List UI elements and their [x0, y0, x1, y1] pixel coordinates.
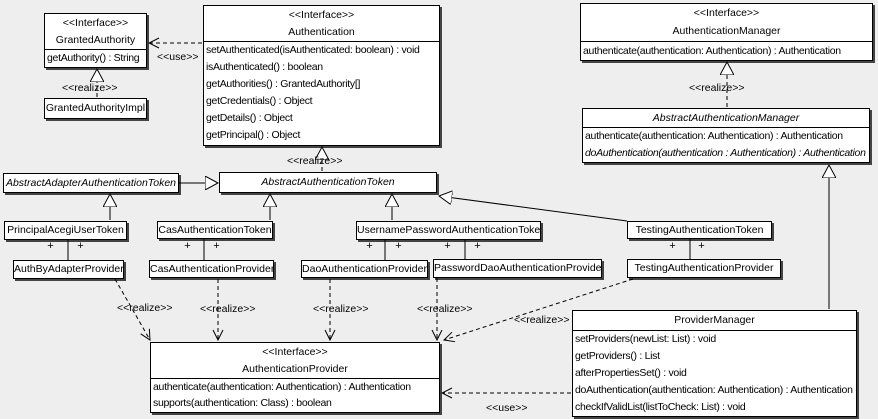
class-abstract-authentication-token: AbstractAuthenticationToken — [219, 172, 437, 193]
class-name: AbstractAdapterAuthenticationToken — [5, 177, 177, 189]
class-name: DaoAuthenticationProvider — [302, 263, 427, 275]
method-row: doAuthentication(authentication: Authent… — [575, 384, 853, 396]
class-stereotype: <<Interface>> — [262, 346, 328, 358]
class-cas-authentication-provider: CasAuthenticationProvider — [149, 260, 274, 278]
method-row: getAuthority() : String — [47, 52, 140, 64]
class-name: TestingAuthenticationToken — [635, 224, 764, 236]
class-abstract-adapter-authentication-token: AbstractAdapterAuthenticationToken — [3, 173, 179, 193]
class-testing-authentication-provider: TestingAuthenticationProvider — [627, 259, 781, 278]
multiplicity-plus: + — [444, 240, 451, 252]
method-row: getPrincipal() : Object — [206, 129, 301, 141]
class-principal-acegi-user-token: PrincipalAcegiUserToken — [4, 221, 127, 240]
multiplicity-plus: + — [474, 240, 481, 252]
method-row: authenticate(authentication: Authenticat… — [583, 45, 841, 57]
class-authentication: <<Interface>> Authentication setAuthenti… — [203, 5, 440, 146]
multiplicity-plus: + — [395, 240, 402, 252]
class-name: AbstractAuthenticationManager — [652, 112, 800, 124]
class-username-password-authentication-token: UsernamePasswordAuthenticationToken — [356, 221, 541, 240]
class-stereotype: <<Interface>> — [62, 17, 129, 29]
class-dao-authentication-provider: DaoAuthenticationProvider — [301, 260, 428, 278]
method-row: doAuthentication(authentication : Authen… — [585, 147, 866, 159]
class-authentication-manager: <<Interface>> AuthenticationManager auth… — [580, 3, 873, 61]
realize-label: <<realize>> — [514, 314, 570, 326]
method-row: supports(authentication: Class) : boolea… — [153, 397, 332, 409]
method-row: getDetails() : Object — [206, 112, 293, 124]
class-name: ProviderManager — [674, 314, 755, 326]
class-name: PrincipalAcegiUserToken — [7, 224, 124, 236]
class-name: CasAuthenticationProvider — [150, 263, 274, 275]
class-password-dao-authentication-provider: PasswordDaoAuthenticationProvider — [433, 259, 602, 278]
multiplicity-plus: + — [77, 240, 84, 252]
method-row: getAuthorities() : GrantedAuthority[] — [206, 78, 361, 90]
class-auth-by-adapter-provider: AuthByAdapterProvider — [13, 260, 124, 279]
class-name: AuthenticationProvider — [242, 363, 348, 375]
class-stereotype: <<Interface>> — [693, 7, 760, 19]
multiplicity-plus: + — [366, 240, 373, 252]
class-granted-authority: <<Interface>> GrantedAuthority getAuthor… — [44, 13, 147, 68]
class-name: Authentication — [288, 26, 355, 38]
multiplicity-plus: + — [669, 240, 676, 252]
class-cas-authentication-token: CasAuthenticationToken — [157, 221, 273, 239]
method-row: authenticate(authentication: Authenticat… — [153, 381, 411, 393]
class-name: GrantedAuthorityImpl — [45, 102, 146, 114]
method-row: checkIfValidList(listToCheck: List) : vo… — [575, 401, 746, 413]
class-name: TestingAuthenticationProvider — [634, 262, 774, 274]
multiplicity-plus: + — [698, 240, 705, 252]
class-name: GrantedAuthority — [55, 34, 136, 46]
realize-label: <<realize>> — [313, 303, 369, 315]
class-granted-authority-impl: GrantedAuthorityImpl — [44, 98, 147, 119]
multiplicity-plus: + — [184, 240, 191, 252]
method-row: afterPropertiesSet() : void — [575, 367, 687, 379]
method-row: setProviders(newList: List) : void — [575, 333, 716, 345]
method-row: getCredentials() : Object — [206, 95, 313, 107]
method-row: setAuthenticated(isAuthenticated: boolea… — [206, 44, 420, 56]
method-row: isAuthenticated() : boolean — [206, 61, 323, 73]
class-stereotype: <<Interface>> — [288, 9, 355, 21]
realize-label: <<realize>> — [117, 302, 173, 314]
class-abstract-authentication-manager: AbstractAuthenticationManager authentica… — [582, 108, 870, 163]
class-name: CasAuthenticationToken — [158, 224, 272, 236]
use-label: <<use>> — [157, 51, 199, 63]
class-testing-authentication-token: TestingAuthenticationToken — [627, 221, 772, 239]
class-name: UsernamePasswordAuthenticationToken — [357, 224, 541, 236]
class-name: PasswordDaoAuthenticationProvider — [434, 262, 602, 274]
realize-label: <<realize>> — [200, 303, 256, 315]
use-label: <<use>> — [486, 402, 528, 414]
multiplicity-plus: + — [47, 240, 54, 252]
method-row: getProviders() : List — [575, 350, 660, 362]
class-name: AbstractAuthenticationToken — [261, 176, 395, 188]
realize-label: <<realize>> — [417, 303, 473, 315]
class-name: AuthenticationManager — [672, 25, 781, 37]
multiplicity-plus: + — [213, 240, 220, 252]
association-edges — [67, 239, 691, 260]
class-name: AuthByAdapterProvider — [14, 263, 124, 275]
realize-label: <<realize>> — [62, 82, 118, 94]
class-provider-manager: ProviderManager setProviders(newList: Li… — [572, 310, 857, 417]
realize-label: <<realize>> — [689, 82, 745, 94]
class-authentication-provider: <<Interface>> AuthenticationProvider aut… — [150, 342, 440, 413]
realize-label: <<realize>> — [287, 155, 343, 167]
edge-testing-token-to-abstract-token — [439, 196, 628, 222]
method-row: authenticate(authentication: Authenticat… — [585, 130, 843, 142]
